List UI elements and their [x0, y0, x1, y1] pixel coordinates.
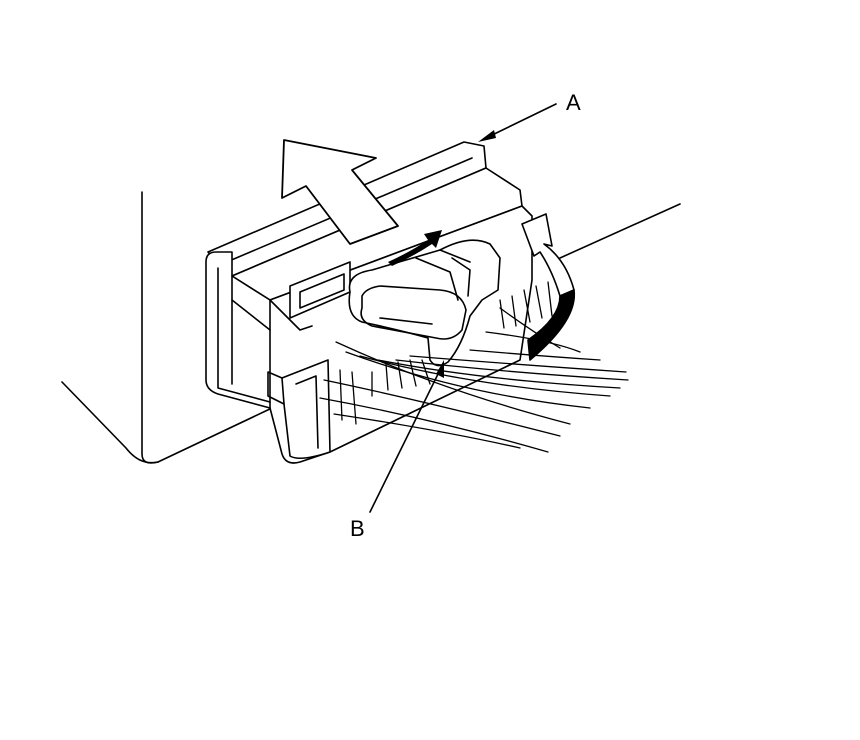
slider-lock-b	[348, 239, 501, 367]
wire-bundle-row1	[323, 379, 561, 437]
wire-bundle-row10	[469, 349, 601, 361]
callout-label-b: B	[350, 516, 365, 541]
wire-bundle-row5	[345, 351, 591, 409]
callout-label-a: A	[566, 90, 581, 115]
leader-a	[478, 103, 557, 142]
wire-bundle-row6	[359, 355, 611, 397]
leader-b	[369, 360, 444, 513]
mounting-panel	[61, 191, 681, 464]
wire-bundle-row7	[377, 359, 621, 389]
wire-bundle-row12	[499, 307, 561, 349]
panel-left-edge	[61, 381, 159, 464]
pull-direction-arrow	[281, 139, 399, 245]
wire-bundle-row2	[319, 397, 549, 453]
slide-arrow	[388, 230, 442, 266]
rotation-arrow	[521, 213, 576, 361]
wire-bundle-row3	[333, 413, 521, 449]
wire-harness	[319, 281, 629, 453]
wire-bundle-row4	[335, 341, 571, 425]
wire-bundle-row9	[409, 355, 627, 373]
panel-right-edge	[559, 203, 681, 259]
